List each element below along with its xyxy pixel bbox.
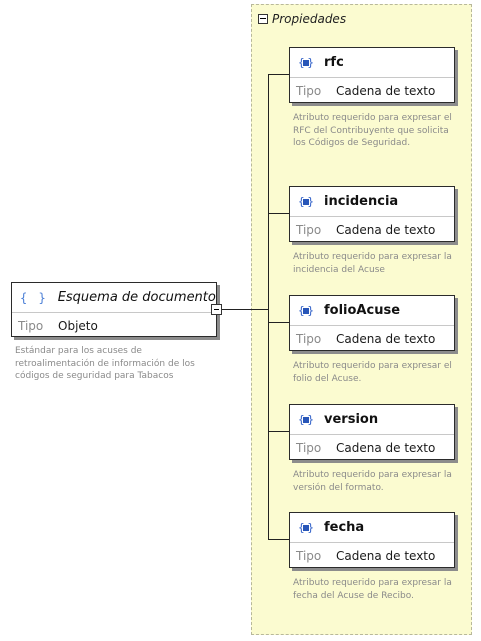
- type-value: Cadena de texto: [336, 222, 436, 237]
- connector-branch-fecha: [268, 539, 289, 540]
- type-label: Tipo: [296, 548, 322, 563]
- property-name: incidencia: [324, 194, 399, 209]
- connector-branch-version: [268, 431, 289, 432]
- property-name: rfc: [324, 55, 344, 70]
- property-description: Atributo requerido para expresar la inci…: [293, 252, 452, 275]
- property-description: Atributo requerido para expresar el RFC …: [293, 113, 452, 148]
- type-label: Tipo: [296, 222, 322, 237]
- collapse-minus-icon[interactable]: [211, 304, 222, 315]
- object-braces-icon: { }: [20, 290, 48, 305]
- attribute-icon: {}: [298, 303, 314, 317]
- attribute-icon: {}: [298, 55, 314, 69]
- properties-title: Propiedades: [272, 12, 347, 26]
- connector-branch-rfc: [268, 74, 289, 75]
- attribute-icon: {}: [298, 412, 314, 426]
- connector-branch-folioacuse: [268, 322, 289, 323]
- type-value: Cadena de texto: [336, 440, 436, 455]
- type-value: Cadena de texto: [336, 548, 436, 563]
- property-description: Atributo requerido para expresar la vers…: [293, 470, 452, 493]
- property-name: fecha: [324, 520, 365, 535]
- property-name: folioAcuse: [324, 303, 401, 318]
- schema-description: Estándar para los acuses de retroaliment…: [15, 346, 195, 381]
- property-node-version[interactable]: {} version Tipo Cadena de texto: [289, 404, 455, 460]
- property-node-rfc[interactable]: {} rfc Tipo Cadena de texto: [289, 47, 455, 103]
- type-label: Tipo: [296, 83, 322, 98]
- attribute-icon: {}: [298, 194, 314, 208]
- type-label: Tipo: [296, 331, 322, 346]
- schema-name: Esquema de documento: [57, 290, 216, 305]
- property-description: Atributo requerido para expresar la fech…: [293, 578, 452, 601]
- type-value: Cadena de texto: [336, 331, 436, 346]
- type-label: Tipo: [18, 318, 44, 333]
- property-name: version: [324, 412, 379, 427]
- property-node-folioacuse[interactable]: {} folioAcuse Tipo Cadena de texto: [289, 295, 455, 351]
- type-value: Cadena de texto: [336, 83, 436, 98]
- properties-header[interactable]: Propiedades: [258, 11, 346, 27]
- type-label: Tipo: [296, 440, 322, 455]
- property-node-incidencia[interactable]: {} incidencia Tipo Cadena de texto: [289, 186, 455, 242]
- type-value: Objeto: [58, 318, 98, 333]
- collapse-toggle-icon[interactable]: [258, 14, 268, 24]
- attribute-icon: {}: [298, 520, 314, 534]
- schema-root-node[interactable]: { } Esquema de documento Tipo Objeto: [11, 282, 217, 337]
- connector-branch-incidencia: [268, 213, 289, 214]
- property-node-fecha[interactable]: {} fecha Tipo Cadena de texto: [289, 512, 455, 568]
- property-description: Atributo requerido para expresar el foli…: [293, 361, 452, 384]
- connector-trunk: [268, 74, 269, 539]
- connector-horizontal: [222, 309, 269, 310]
